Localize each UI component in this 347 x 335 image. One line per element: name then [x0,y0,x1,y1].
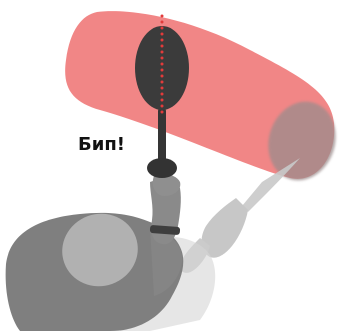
racket-dot [160,20,164,24]
racket-dot [160,14,164,18]
racket-dot [160,32,164,36]
beep-caption: Бип! [78,134,125,155]
person-hand [152,174,181,196]
racket-dot [160,86,164,90]
racket-dot [160,74,164,78]
beam-body [65,11,335,179]
racket-dot [160,56,164,60]
racket-dot [160,26,164,30]
signal-beam [65,11,336,181]
wristband [149,225,181,235]
person-head [62,213,138,287]
racket-dot [160,98,164,102]
racket-dot [160,62,164,66]
racket-dot [160,38,164,42]
racket-dot [160,68,164,72]
beam-end [268,101,336,181]
racket-center-dots [160,14,164,114]
paddle-icon [135,14,189,178]
racket-dot [160,80,164,84]
racket-handle [158,108,166,166]
racket-dot [160,50,164,54]
racket-grip [147,158,177,178]
shadow-arm [201,198,248,258]
racket-dot [160,92,164,96]
racket-dot [160,104,164,108]
person [5,174,184,331]
racket-head [135,26,189,110]
person-shoulder [150,228,183,296]
racket-dot [160,44,164,48]
racket-dot [160,110,164,114]
